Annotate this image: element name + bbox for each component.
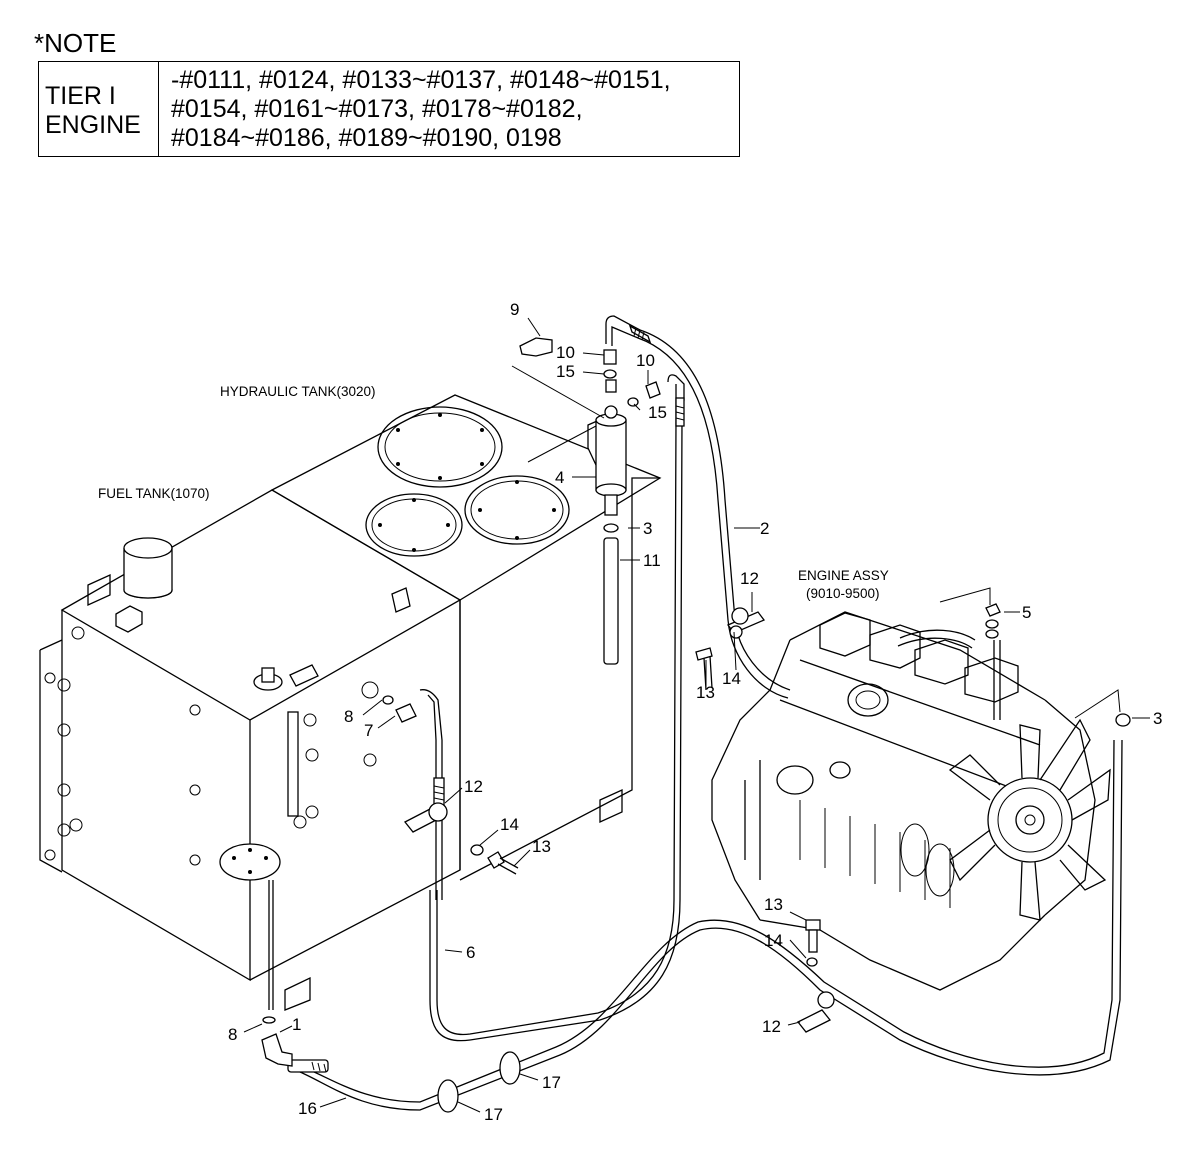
callout-6: 6 <box>466 943 475 962</box>
callout-1: 1 <box>292 1015 301 1034</box>
callout-5: 5 <box>1022 603 1031 622</box>
callout-8-top: 8 <box>344 707 353 726</box>
callout-10-right: 10 <box>636 351 655 370</box>
engine-assy <box>711 611 1111 991</box>
callout-13-middle: 13 <box>532 837 551 856</box>
callout-11: 11 <box>643 551 661 570</box>
hose-16 <box>287 739 1123 1111</box>
callout-14-top: 14 <box>722 669 741 688</box>
callout-12-middle: 12 <box>464 777 483 796</box>
note-engine-line-2: ENGINE <box>45 111 141 139</box>
callout-2: 2 <box>760 519 769 538</box>
callout-10-left: 10 <box>556 343 575 362</box>
grommet-17b <box>499 1051 521 1085</box>
note-serial-line-2: #0154, #0161~#0173, #0178~#0182, <box>171 95 583 123</box>
callout-12-top: 12 <box>740 569 759 588</box>
hose-6 <box>429 374 685 1042</box>
note-title: *NOTE <box>34 28 117 58</box>
callout-13-top: 13 <box>696 683 715 702</box>
note-serial-line-1: -#0111, #0124, #0133~#0137, #0148~#0151, <box>171 66 671 94</box>
callout-14-middle: 14 <box>500 815 519 834</box>
fuel-filler-cap <box>123 537 173 599</box>
callout-12-bottom: 12 <box>762 1017 781 1036</box>
fuel-tank <box>39 489 462 1011</box>
fuel-filter <box>587 379 627 516</box>
callout-17-left: 17 <box>484 1105 503 1124</box>
callout-16: 16 <box>298 1099 317 1118</box>
note-engine-line-1: TIER I <box>45 82 116 110</box>
hydraulic-tank-label: HYDRAULIC TANK(3020) <box>220 384 376 399</box>
hose-11 <box>603 537 619 665</box>
grommet-17a <box>437 1079 459 1113</box>
hose-2 <box>605 315 791 699</box>
callout-15-left: 15 <box>556 362 575 381</box>
callout-15-right: 15 <box>648 403 667 422</box>
callout-7: 7 <box>364 721 373 740</box>
leader-lines <box>243 317 1150 1113</box>
callout-14-bottom: 14 <box>764 931 783 950</box>
elbow-fitting-1 <box>261 1033 293 1067</box>
note-serial-line-3: #0184~#0186, #0189~#0190, 0198 <box>171 124 562 152</box>
engine-assy-label: ENGINE ASSY <box>798 568 889 583</box>
note-engine-cell: TIER I ENGINE <box>39 62 159 156</box>
callout-3-filter: 3 <box>643 519 652 538</box>
callout-13-bottom: 13 <box>764 895 783 914</box>
callout-4: 4 <box>555 468 564 487</box>
note-table: TIER I ENGINE -#0111, #0124, #0133~#0137… <box>38 61 740 157</box>
engine-fan <box>948 718 1111 921</box>
note-serial-cell: -#0111, #0124, #0133~#0137, #0148~#0151,… <box>159 62 739 156</box>
engine-assy-part-label: (9010-9500) <box>806 586 880 601</box>
callout-3-engine: 3 <box>1153 709 1162 728</box>
callout-8-bottom: 8 <box>228 1025 237 1044</box>
callout-17-right: 17 <box>542 1073 561 1092</box>
fuel-tank-label: FUEL TANK(1070) <box>98 486 210 501</box>
callout-9: 9 <box>510 300 519 319</box>
